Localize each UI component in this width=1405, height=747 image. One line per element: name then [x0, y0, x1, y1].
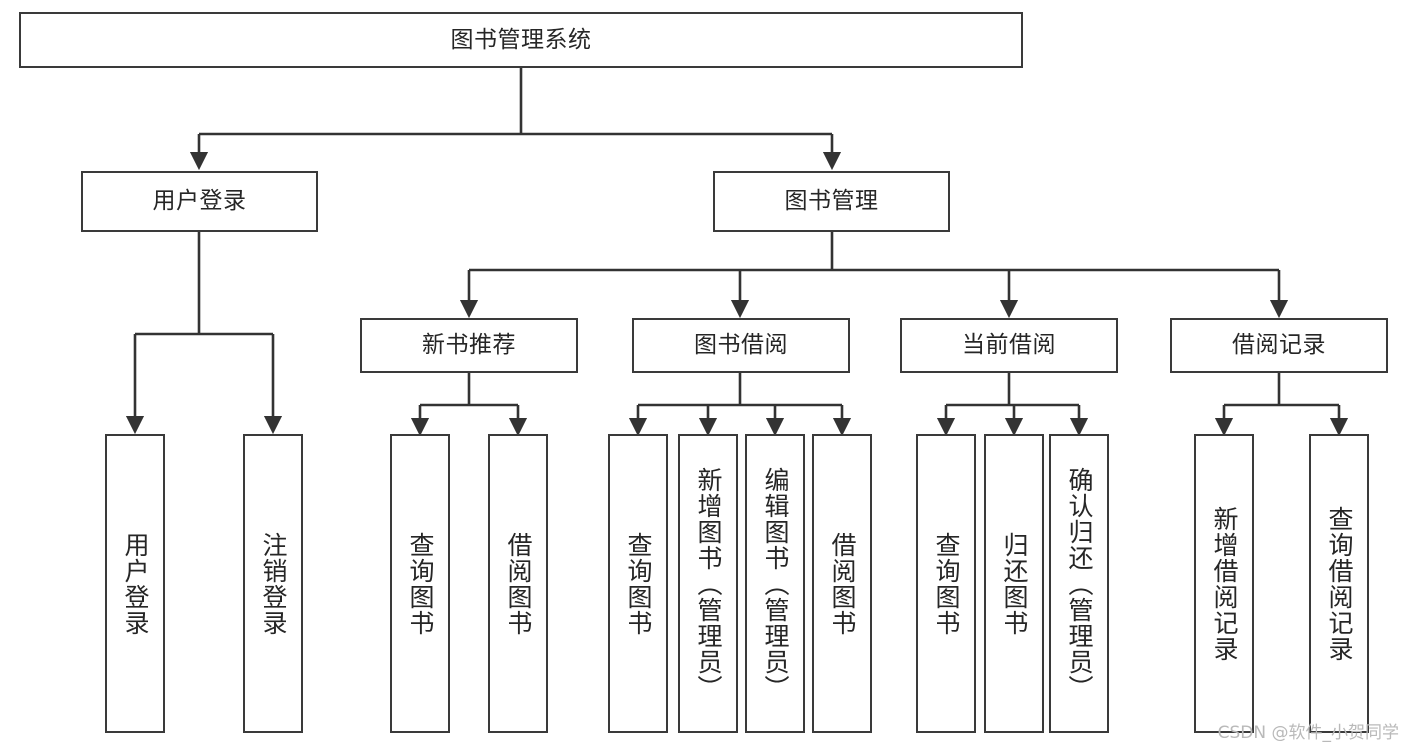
node-leaf-add-record[interactable]: 新增借阅记录	[1194, 434, 1254, 733]
node-new-book-recommend[interactable]: 新书推荐	[360, 318, 578, 373]
node-leaf-query-record[interactable]: 查询借阅记录	[1309, 434, 1369, 733]
node-label: 借阅图书	[828, 531, 857, 636]
watermark-text: CSDN @软件_小贺同学	[1217, 723, 1399, 743]
node-label: 注销登录	[259, 531, 288, 636]
node-book-management[interactable]: 图书管理	[713, 171, 950, 232]
node-label: 查询图书	[932, 531, 961, 636]
node-label: 图书管理系统	[450, 26, 592, 53]
node-label: 新书推荐	[422, 332, 516, 359]
node-leaf-borrow-book-1[interactable]: 借阅图书	[488, 434, 548, 733]
node-label: 图书借阅	[694, 332, 788, 359]
node-label: 编辑图书（管理员）	[761, 466, 790, 701]
node-label: 借阅图书	[504, 531, 533, 636]
node-label: 用户登录	[152, 188, 247, 215]
node-label: 查询借阅记录	[1325, 505, 1354, 662]
node-label: 新增图书（管理员）	[694, 466, 723, 701]
node-leaf-edit-book[interactable]: 编辑图书（管理员）	[745, 434, 805, 733]
node-label: 用户登录	[121, 531, 150, 636]
node-root-system[interactable]: 图书管理系统	[19, 12, 1023, 68]
node-label: 确认归还（管理员）	[1065, 466, 1094, 701]
node-leaf-query-book-2[interactable]: 查询图书	[608, 434, 668, 733]
node-book-borrow[interactable]: 图书借阅	[632, 318, 850, 373]
node-label: 归还图书	[1000, 531, 1029, 636]
node-leaf-confirm-return[interactable]: 确认归还（管理员）	[1049, 434, 1109, 733]
node-leaf-return-book[interactable]: 归还图书	[984, 434, 1044, 733]
node-label: 借阅记录	[1232, 332, 1326, 359]
node-label: 查询图书	[624, 531, 653, 636]
node-borrow-record[interactable]: 借阅记录	[1170, 318, 1388, 373]
node-label: 新增借阅记录	[1210, 505, 1239, 662]
node-leaf-borrow-book-2[interactable]: 借阅图书	[812, 434, 872, 733]
node-label: 查询图书	[406, 531, 435, 636]
node-leaf-query-book-3[interactable]: 查询图书	[916, 434, 976, 733]
node-label: 当前借阅	[962, 332, 1056, 359]
node-current-borrow[interactable]: 当前借阅	[900, 318, 1118, 373]
node-leaf-user-login[interactable]: 用户登录	[105, 434, 165, 733]
node-user-login[interactable]: 用户登录	[81, 171, 318, 232]
node-leaf-user-logout[interactable]: 注销登录	[243, 434, 303, 733]
node-leaf-query-book-1[interactable]: 查询图书	[390, 434, 450, 733]
node-label: 图书管理	[784, 188, 879, 215]
node-leaf-add-book[interactable]: 新增图书（管理员）	[678, 434, 738, 733]
